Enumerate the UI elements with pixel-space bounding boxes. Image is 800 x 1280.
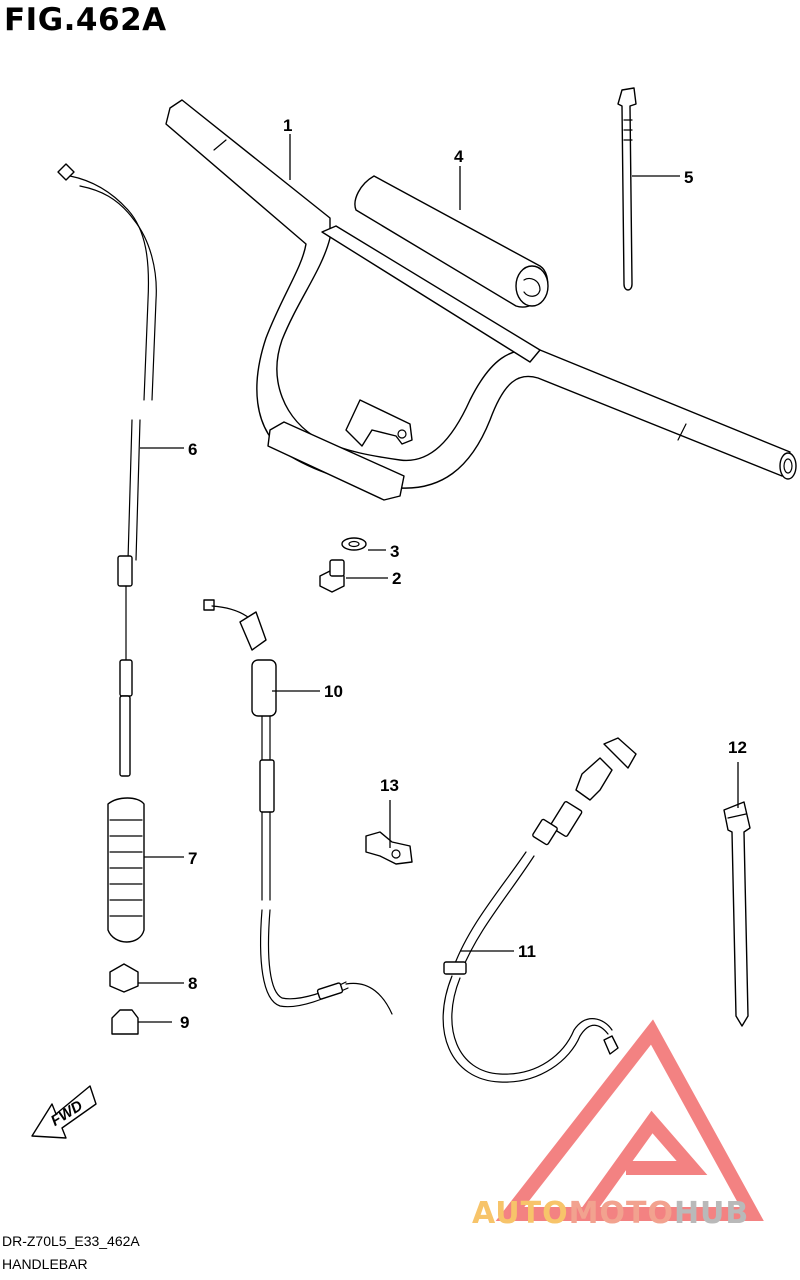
- handlebar-part: [165, 99, 797, 501]
- callout-9: 9: [180, 1013, 189, 1032]
- figure-code: DR-Z70L5_E33_462A: [2, 1233, 140, 1249]
- callout-13: 13: [380, 776, 399, 795]
- boot-part: [107, 797, 145, 943]
- watermark-word-hub: HUB: [673, 1196, 750, 1231]
- brake-cable-part: [203, 599, 393, 1015]
- figure-title: FIG.462A: [4, 2, 167, 38]
- cap-part-8: [109, 963, 139, 993]
- callout-8: 8: [188, 974, 197, 993]
- choke-cable-part: [442, 737, 637, 1083]
- callout-1: 1: [283, 116, 292, 135]
- handlebar-pad-part: [354, 175, 549, 308]
- callout-11: 11: [518, 942, 536, 961]
- callout-leaders: [138, 134, 739, 1023]
- callout-2: 2: [392, 569, 401, 588]
- callout-10: 10: [324, 682, 343, 701]
- callout-5: 5: [684, 168, 693, 187]
- fwd-direction-arrow: FWD: [31, 1085, 97, 1139]
- callout-12: 12: [728, 738, 747, 757]
- watermark-word-moto: MOTO: [568, 1196, 674, 1231]
- figure-name: HANDLEBAR: [2, 1256, 88, 1272]
- cable-tie-part-12: [723, 801, 751, 1027]
- callout-6: 6: [188, 440, 197, 459]
- cable-tie-part-5: [617, 87, 637, 291]
- watermark-word-auto: AUTO: [472, 1196, 569, 1231]
- cable-clamp-part: [365, 831, 413, 865]
- watermark-wordmark: AUTOMOTOHUB: [472, 1196, 749, 1231]
- triangle-logo-icon: [495, 1019, 764, 1221]
- callout-7: 7: [188, 849, 197, 868]
- callout-3: 3: [390, 542, 399, 561]
- cap-part-9: [111, 1009, 139, 1035]
- washer-part: [341, 537, 367, 551]
- bolt-part: [319, 559, 345, 593]
- callout-4: 4: [454, 147, 464, 166]
- throttle-cable-part: [57, 163, 157, 777]
